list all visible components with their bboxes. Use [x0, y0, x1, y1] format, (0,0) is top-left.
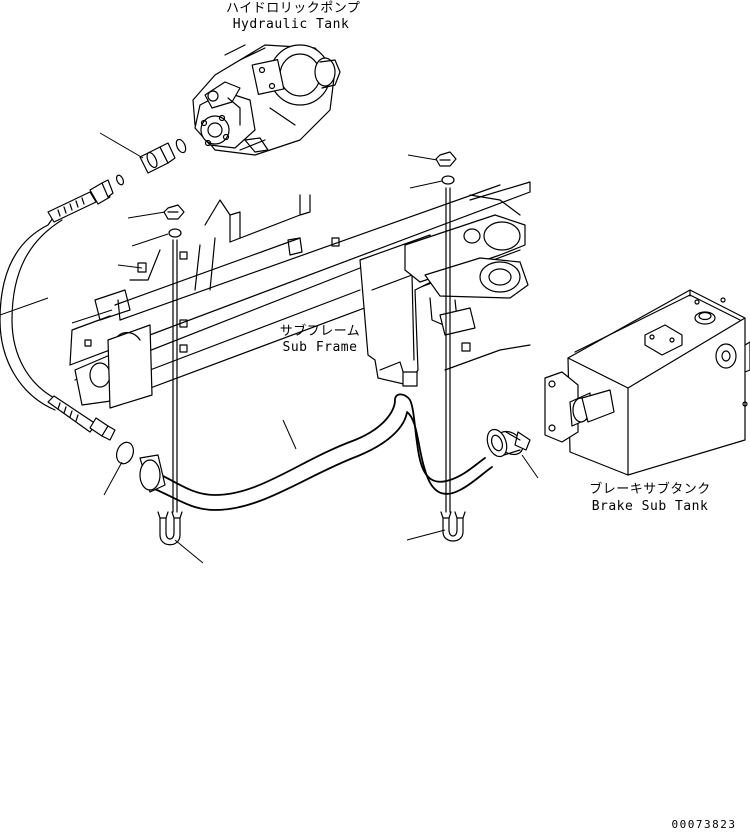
sub-frame [359, 194, 531, 387]
drawing-number: 00073823 [671, 818, 737, 831]
u-bolt-left [157, 511, 204, 564]
pump-label-en: Hydraulic Tank [232, 17, 350, 32]
hydraulic-pump [192, 44, 341, 156]
sub-frame-label-en: Sub Frame [282, 340, 358, 355]
sub-frame-label-jp: サブフレーム [279, 324, 361, 339]
brake-tank-label-jp: ブレーキサブタンク [589, 482, 711, 497]
right-mount-bolt [407, 151, 457, 513]
brake-tank-label-en: Brake Sub Tank [591, 499, 709, 514]
pump-label-jp: ハイドロリックポンプ [226, 1, 361, 16]
o-ring [115, 441, 135, 465]
u-bolt-right [406, 511, 466, 542]
brake-sub-tank [544, 289, 750, 476]
left-mount-bolt [127, 204, 185, 513]
hose-clamp [486, 428, 539, 479]
hydraulic-hose [0, 179, 116, 441]
brake-pipe [139, 393, 493, 511]
pump-fitting [99, 132, 187, 186]
